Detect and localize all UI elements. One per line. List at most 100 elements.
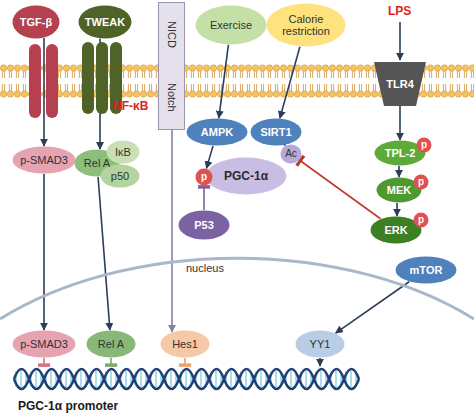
ellipse-outline — [79, 6, 132, 39]
activation-arrow — [398, 166, 400, 177]
dna-rung — [125, 371, 127, 387]
ellipse-outline — [196, 6, 267, 45]
activation-arrow — [219, 45, 229, 118]
node-label: PGC-1α — [224, 170, 268, 182]
inhibition-line — [184, 358, 186, 366]
node-label: TLR4 — [386, 78, 414, 90]
activation-arrow — [280, 47, 300, 118]
dna-rung — [20, 371, 22, 387]
node-label: IκB — [115, 146, 131, 158]
node-label: Rel A — [84, 157, 110, 169]
activation-arrow — [171, 130, 173, 332]
dna-rung — [350, 371, 352, 387]
ellipse-outline — [414, 175, 429, 190]
ellipse-outline — [87, 331, 136, 358]
stimulus-ellipse: Exercise — [195, 5, 267, 45]
trapezoid-outline — [374, 62, 426, 106]
ellipse-outline — [281, 145, 302, 164]
tweak-receptor-chain — [82, 42, 94, 114]
node-label: p — [201, 171, 207, 183]
ellipse-outline — [187, 119, 248, 146]
ellipse-outline — [13, 6, 60, 39]
ellipse-outline — [196, 169, 213, 186]
protein-ellipse: mTOR — [395, 256, 457, 284]
inhibition-line — [203, 186, 205, 210]
ellipse-outline — [296, 331, 345, 358]
dna-rung — [80, 371, 82, 387]
phospho-circle: p — [413, 174, 429, 190]
dna-strand — [14, 369, 359, 389]
dna-rung — [170, 371, 172, 387]
ellipse-outline — [417, 138, 432, 153]
activation-arrow — [336, 282, 410, 333]
protein-ellipse: p-SMAD3 — [12, 146, 76, 174]
annotation-label: LPS — [388, 5, 411, 18]
dna-rung — [65, 371, 67, 387]
node-label: p — [418, 214, 424, 226]
dna-rung — [230, 371, 232, 387]
ellipse-outline — [251, 119, 302, 146]
node-label: PGC-1α promoter — [18, 400, 118, 412]
node-label: Notch — [165, 83, 178, 112]
node-label: MEK — [387, 184, 411, 196]
transcription-factor: Hes1 — [160, 330, 210, 358]
node-label: TPL-2 — [385, 147, 416, 159]
dna-rung — [275, 371, 277, 387]
protein-ellipse: SIRT1 — [250, 118, 302, 146]
dna-rung — [290, 371, 292, 387]
node-label: Ac — [285, 148, 297, 160]
phospho-circle: p — [413, 212, 429, 228]
annotation-label: NF-κB — [113, 100, 148, 113]
dna-rung — [95, 371, 97, 387]
pgc1a-ellipse: PGC-1α — [205, 157, 287, 195]
ellipse-outline — [161, 331, 210, 358]
ellipse-outline — [206, 158, 287, 195]
inhibition-line — [110, 358, 112, 366]
dna-rung — [320, 371, 322, 387]
ellipse-outline — [107, 141, 140, 164]
dna-rung — [50, 371, 52, 387]
ligand-ellipse: TWEAK — [78, 5, 132, 39]
ellipse-outline — [13, 147, 76, 174]
inhibition-line — [43, 358, 45, 366]
dna-rung — [200, 371, 202, 387]
activation-arrow — [98, 177, 110, 330]
ligand-ellipse: TGF-β — [12, 5, 60, 39]
transcription-factor: YY1 — [295, 330, 345, 358]
tlr4-receptor: TLR4 — [374, 62, 426, 106]
nucleus-region: nucleusp-SMAD3Rel AHes1YY1PGC-1α promote… — [0, 255, 474, 413]
ellipse-outline — [13, 331, 76, 358]
node-outline — [0, 255, 474, 413]
ellipse-outline — [267, 4, 346, 47]
inhibition-line — [300, 160, 381, 219]
protein-ellipse: P53 — [178, 210, 230, 240]
transcription-factor: p-SMAD3 — [12, 330, 76, 358]
node-label: nucleus — [186, 262, 224, 274]
activation-arrow — [319, 358, 321, 366]
dna-rung — [245, 371, 247, 387]
node-label: TGF-β — [20, 16, 52, 28]
phospho-circle: p — [416, 137, 432, 153]
node-label: mTOR — [410, 264, 443, 276]
activation-arrow — [43, 174, 45, 330]
tgf-receptor-chain — [46, 44, 58, 118]
lps-arrow — [399, 22, 401, 60]
dna-rung — [215, 371, 217, 387]
node-label: TWEAK — [85, 16, 125, 28]
stimulus-ellipse: Calorie restriction — [266, 3, 346, 47]
acetyl-circle: Ac — [280, 144, 302, 164]
dna-rung — [305, 371, 307, 387]
node-label: Hes1 — [172, 338, 198, 350]
protein-ellipse: IκB — [106, 140, 140, 164]
phospho-circle: p — [195, 168, 213, 186]
node-label: ERK — [384, 224, 407, 236]
tgf-receptor-chain — [29, 44, 41, 118]
ellipse-outline — [179, 211, 230, 240]
dna-rung — [110, 371, 112, 387]
dna-rung — [335, 371, 337, 387]
protein-ellipse: AMPK — [186, 118, 248, 146]
node-label: AMPK — [201, 126, 233, 138]
